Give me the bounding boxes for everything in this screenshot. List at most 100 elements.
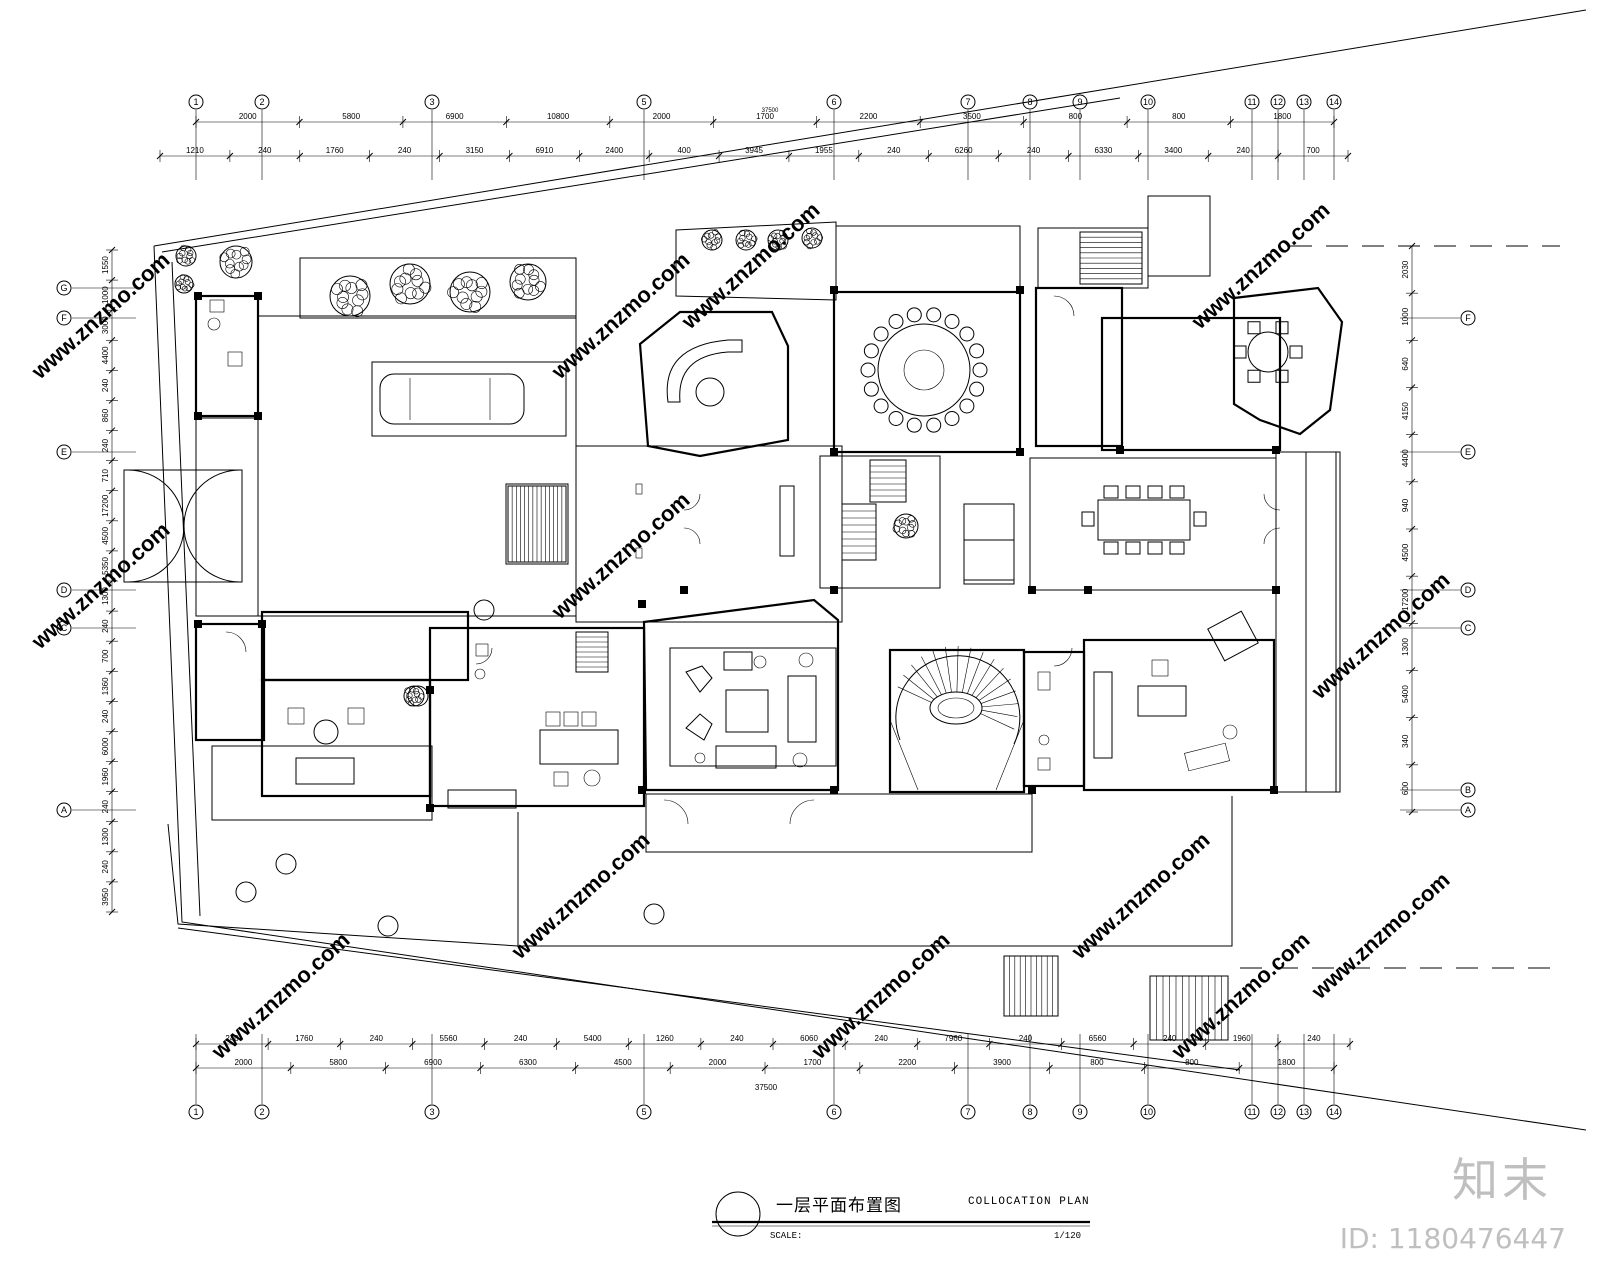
top_row1-1: 5800 [342,112,360,121]
grid-bottom-13-label: 13 [1299,1107,1309,1117]
grid-top-10-bubble [1140,94,1156,110]
top_row2-7: 400 [677,146,691,155]
image-id: ID: 1180476447 [1339,1222,1566,1255]
tree-symbol [329,275,371,318]
bottom_row1-1: 1760 [295,1034,313,1043]
grid-bottom-11-bubble [1244,1104,1260,1120]
car-symbol [379,373,525,425]
grid-top-8-bubble [1022,94,1038,110]
grid-right-E-bubble [1460,444,1476,460]
grid-bottom-8-label: 8 [1027,1107,1032,1117]
grid-right-A-bubble [1460,802,1476,818]
title-block [712,1191,1090,1237]
bottom_row1-9: 240 [875,1034,889,1043]
terrace-planters [235,599,665,937]
top_row2-15: 240 [1236,146,1250,155]
grid-right-B-bubble [1460,782,1476,798]
bottom_row2-1: 5800 [329,1058,347,1067]
left-15: 240 [101,709,110,723]
tree-symbol [174,274,195,294]
grid-bottom-1-bubble [188,1104,204,1120]
grid-bottom-9-label: 9 [1077,1107,1082,1117]
grid-bottom-11-label: 11 [1247,1107,1256,1117]
top_row2-13: 6330 [1095,146,1113,155]
tree-symbol [701,229,723,251]
brand-watermark: 知末 [1452,1153,1552,1207]
right-4: 4400 [1401,449,1410,467]
left-19: 1300 [101,827,110,845]
right-7: 17200 [1401,588,1410,611]
bottom_row2-10: 800 [1185,1058,1199,1067]
grid-top-7-bubble [960,94,976,110]
top_row1-10: 1800 [1273,112,1291,121]
grid-right-E-label: E [1465,447,1471,457]
grid-left-C-bubble [56,620,72,636]
curved-sofa [666,339,743,403]
right-11: 600 [1401,781,1410,795]
bottom_row2-5: 2000 [709,1058,727,1067]
grid-right-F-bubble [1460,310,1476,326]
grid-bottom-3-bubble [424,1104,440,1120]
bottom_row1-13: 240 [1163,1034,1177,1043]
grid-top-13-bubble [1296,94,1312,110]
grid-bottom-5-bubble [636,1104,652,1120]
furniture [207,299,1303,787]
grid-top-6-label: 6 [831,97,836,107]
bottom_row1-12: 6560 [1089,1034,1107,1043]
grid-bottom-10-bubble [1140,1104,1156,1120]
grid-right-A-label: A [1465,805,1471,815]
grid-bottom-6-bubble [826,1104,842,1120]
scale-value: 1/120 [1054,1231,1082,1241]
top_row1-9: 800 [1172,112,1186,121]
top_row1-0: 2000 [239,112,257,121]
left-18: 240 [101,799,110,813]
top_row1-5: 1700 [756,112,774,121]
grid-top-3-label: 3 [429,97,434,107]
grid-top-2-label: 2 [259,97,264,107]
top_row1-3: 10800 [547,112,570,121]
bottom_row1-11: 240 [1019,1034,1033,1043]
top-total: 37500 [762,108,779,114]
grid-right-C-bubble [1460,620,1476,636]
grid-left-E-bubble [56,444,72,460]
grid-left-C-label: C [61,623,68,633]
grid-top-1-label: 1 [193,97,198,107]
right-8: 1300 [1401,637,1410,655]
bottom_row1-6: 1260 [656,1034,674,1043]
watermark-text: www.znzmo.com [1306,867,1455,1004]
watermark-text: www.znzmo.com [676,197,825,334]
left-17: 1960 [101,767,110,785]
grid-left-F-bubble [56,310,72,326]
left-2: 3000 [101,316,110,334]
grid-top-5-bubble [636,94,652,110]
right-9: 5400 [1401,685,1410,703]
bottom_row2-7: 2200 [898,1058,916,1067]
grid-bottom-12-label: 12 [1273,1107,1283,1117]
grid-left-G-label: G [60,283,67,293]
top_row2-2: 1760 [326,146,344,155]
grid-top-11-bubble [1244,94,1260,110]
bottom_row2-8: 3900 [993,1058,1011,1067]
bottom_row2-6: 1700 [804,1058,822,1067]
top_row1-8: 800 [1069,112,1083,121]
drawing-title-en: COLLOCATION PLAN [968,1196,1090,1208]
bottom-total: 37500 [755,1083,778,1092]
left-14: 1360 [101,677,110,695]
left-6: 240 [101,438,110,452]
grid-top-12-label: 12 [1273,97,1283,107]
grid-top-14-bubble [1326,94,1342,110]
right-10: 340 [1401,734,1410,748]
study-desk [1137,685,1187,717]
bottom_row2-11: 1800 [1278,1058,1296,1067]
tree-symbol [175,244,197,267]
scale-label: SCALE: [770,1231,803,1241]
grid-left-F-label: F [61,313,67,323]
tree-symbol [767,229,789,251]
grid-top-11-label: 11 [1247,97,1256,107]
right-0: 2030 [1401,260,1410,278]
top_row2-1: 240 [258,146,272,155]
